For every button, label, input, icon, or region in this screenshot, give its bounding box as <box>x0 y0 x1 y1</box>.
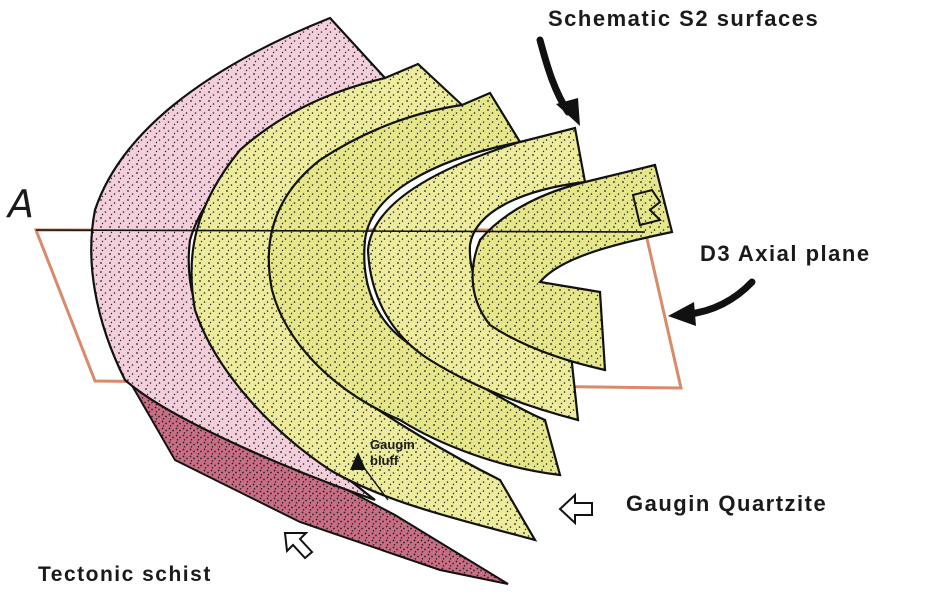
gaugin-bluff-label: Gaugin bluff <box>370 437 415 469</box>
quartzite-arrow-icon <box>560 495 592 523</box>
d3-axial-plane-label: D3 Axial plane <box>700 241 871 267</box>
d3-arrow-icon <box>688 282 752 314</box>
schematic-s2-label: Schematic S2 surfaces <box>548 6 819 32</box>
d3-arrow-head <box>668 302 696 326</box>
s2-arrow-icon <box>540 40 568 112</box>
gaugin-quartzite-label: Gaugin Quartzite <box>626 491 827 517</box>
schist-arrow-icon <box>285 533 312 558</box>
tectonic-schist-label: Tectonic schist <box>38 563 212 587</box>
section-a-label: A <box>8 182 34 226</box>
